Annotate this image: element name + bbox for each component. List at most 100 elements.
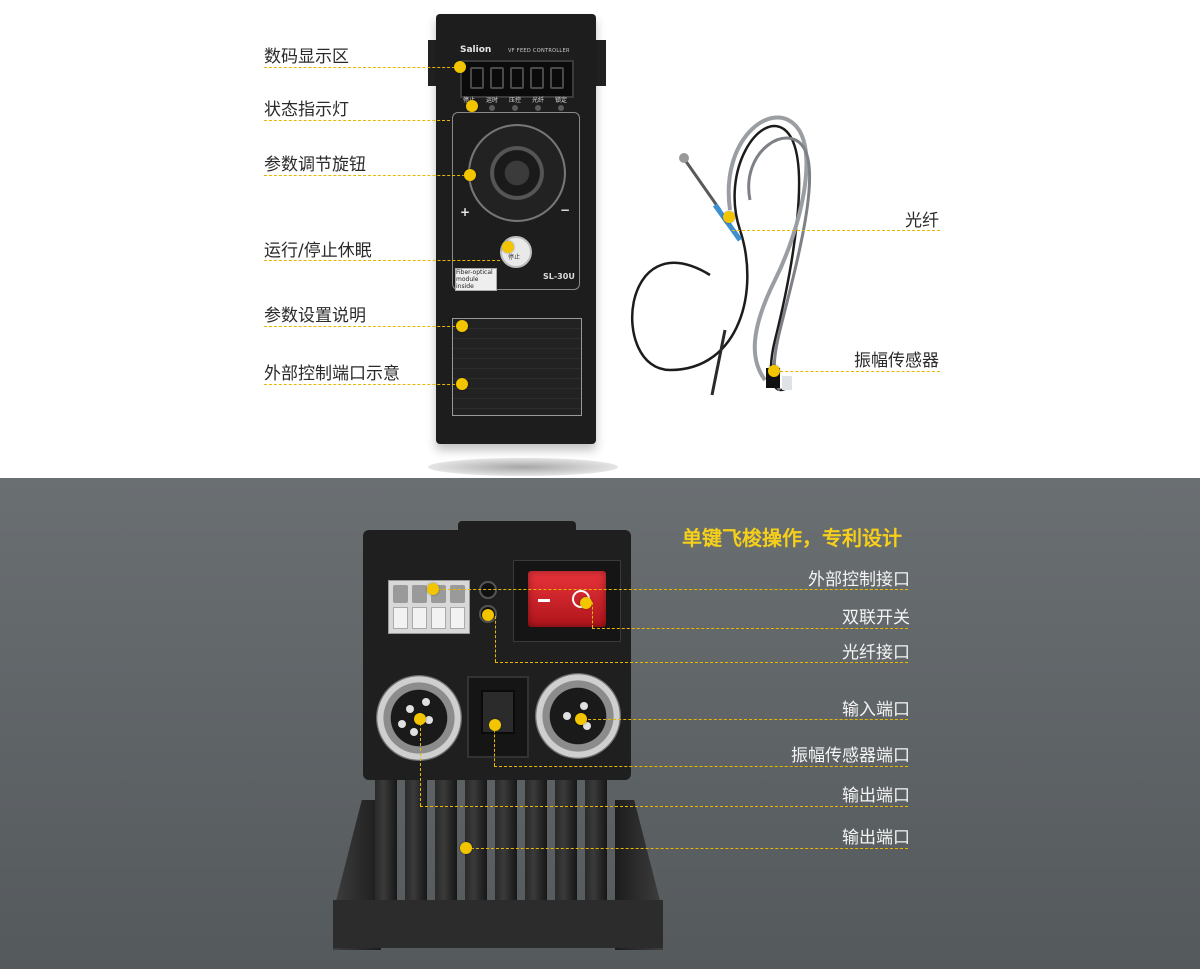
marker-dot xyxy=(456,320,468,332)
fiber-head xyxy=(679,153,689,163)
display-digit xyxy=(550,67,564,89)
leader-line xyxy=(264,175,470,176)
terminal-slot xyxy=(393,585,408,603)
status-led xyxy=(535,105,541,111)
leader-line xyxy=(494,766,908,767)
marker-dot xyxy=(768,365,780,377)
label-param-desc: 参数设置说明 xyxy=(264,306,366,326)
indicator-label-voltage: 压控 xyxy=(509,97,522,104)
brand-subtitle: VF FEED CONTROLLER xyxy=(508,48,570,54)
leader-line xyxy=(420,806,908,807)
marker-dot xyxy=(464,169,476,181)
label-ext-control: 外部控制接口 xyxy=(808,570,910,590)
parameter-knob[interactable] xyxy=(468,124,566,222)
leader-line xyxy=(264,67,460,68)
parameter-table xyxy=(452,318,582,416)
slogan: 单键飞梭操作，专利设计 xyxy=(682,526,902,550)
brand-logo: Salion xyxy=(460,45,492,55)
terminal-lever xyxy=(393,607,408,629)
leader-line xyxy=(592,602,593,628)
marker-dot xyxy=(454,61,466,73)
leader-line xyxy=(732,230,940,231)
cable-gray-2 xyxy=(747,136,812,392)
connector-pin xyxy=(422,698,430,706)
leader-line xyxy=(264,260,500,261)
connector-pin xyxy=(406,705,414,713)
plus-sign: + xyxy=(460,205,471,219)
leader-line xyxy=(264,384,460,385)
leader-line xyxy=(494,725,495,766)
marker-dot xyxy=(575,713,587,725)
label-input-port: 输入端口 xyxy=(842,700,910,720)
label-run-stop: 运行/停止休眠 xyxy=(264,241,372,261)
display-digit xyxy=(510,67,524,89)
marker-dot xyxy=(482,609,494,621)
label-output-port-1: 输出端口 xyxy=(842,786,910,806)
display-digit xyxy=(490,67,504,89)
run-stop-button-text: 停止 xyxy=(508,254,521,261)
terminal-lever xyxy=(412,607,427,629)
sensor-rj-port xyxy=(467,676,529,758)
indicator-label-lock: 锁定 xyxy=(555,97,568,104)
controller-mount-ear xyxy=(428,40,438,86)
display-digit xyxy=(530,67,544,89)
leader-line xyxy=(583,719,908,720)
connector-pin xyxy=(398,720,406,728)
controller-shadow xyxy=(428,458,618,476)
indicator-label-run: 运时 xyxy=(486,97,499,104)
label-param-knob: 参数调节旋钮 xyxy=(264,155,366,175)
controller-mount-ear xyxy=(596,40,606,86)
terminal-lever xyxy=(450,607,465,629)
indicator-label-fiber: 光纤 xyxy=(532,97,545,104)
leader-line xyxy=(433,589,908,590)
leader-line xyxy=(775,371,940,372)
marker-dot xyxy=(427,583,439,595)
terminal-slot xyxy=(450,585,465,603)
switch-on-mark xyxy=(538,599,550,602)
cable-gray xyxy=(726,115,809,382)
heatsink xyxy=(333,780,663,950)
leader-line xyxy=(264,120,450,121)
fiber-tip xyxy=(683,159,722,211)
model-number: SL-30U xyxy=(543,272,575,281)
marker-dot xyxy=(414,713,426,725)
terminal-slot xyxy=(412,585,427,603)
leader-line xyxy=(592,628,908,629)
marker-dot xyxy=(466,100,478,112)
connector-pin xyxy=(425,716,433,724)
fiber-and-sensor-cable xyxy=(631,115,812,396)
leader-line xyxy=(495,662,908,663)
leader-line xyxy=(264,326,460,327)
connector-pin xyxy=(410,728,418,736)
label-vibration-sensor: 振幅传感器 xyxy=(854,351,939,371)
label-sensor-port: 振幅传感器端口 xyxy=(791,746,910,766)
marker-dot xyxy=(456,378,468,390)
status-led xyxy=(558,105,564,111)
connector-pin xyxy=(583,722,591,730)
leader-line xyxy=(420,718,421,806)
status-led xyxy=(512,105,518,111)
connector-pin xyxy=(563,712,571,720)
sensor-plug xyxy=(782,376,792,390)
digital-display xyxy=(460,60,574,98)
label-output-port-2: 输出端口 xyxy=(842,828,910,848)
label-dual-switch: 双联开关 xyxy=(842,608,910,628)
label-fiber: 光纤 xyxy=(905,211,939,231)
status-led xyxy=(489,105,495,111)
marker-dot xyxy=(580,597,592,609)
fiber-module-badge: Fiber-optical module inside xyxy=(455,268,497,291)
minus-sign: − xyxy=(560,203,571,217)
marker-dot xyxy=(502,241,514,253)
knob-panel-frame xyxy=(452,112,580,290)
leader-line xyxy=(495,616,496,662)
label-fiber-port: 光纤接口 xyxy=(842,643,910,663)
heatsink-base xyxy=(333,900,663,948)
display-digit xyxy=(470,67,484,89)
cable-black xyxy=(631,124,801,392)
sensor-probe xyxy=(710,329,727,396)
leader-line xyxy=(466,848,908,849)
fiber-jack-top xyxy=(479,581,497,599)
marker-dot xyxy=(723,211,735,223)
label-status-light: 状态指示灯 xyxy=(264,100,349,120)
label-display-area: 数码显示区 xyxy=(264,47,349,67)
